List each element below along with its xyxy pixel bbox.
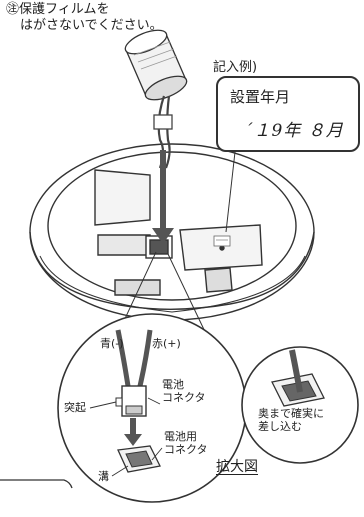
example-date: ´１9年 ８月 [244, 121, 344, 141]
label-connector-for-battery: 電池用 コネクタ [164, 430, 208, 456]
detail-circle [57, 313, 247, 503]
label-protrusion: 突起 [64, 401, 86, 414]
example-leader-line [225, 151, 236, 233]
example-header: 設置年月 [230, 88, 291, 106]
battery [124, 29, 188, 101]
detector-housing [29, 143, 315, 321]
label-groove: 溝 [98, 470, 109, 483]
label-enlarged-view: 拡大図 [216, 459, 258, 475]
example-title: 記入例) [213, 60, 258, 75]
label-insert-firmly: 奥まで確実に 差し込む [258, 407, 324, 433]
note-line-2: はがさないでください。 [20, 18, 163, 33]
label-red: 赤(+) [152, 337, 181, 350]
label-battery-connector: 電池 コネクタ [162, 378, 206, 404]
label-blue: 青(-) [100, 337, 124, 350]
note-line-1: ㊟保護フィルムを [6, 2, 110, 17]
protection-film-note: ㊟保護フィルムを はがさないでください。 [6, 2, 163, 34]
insert-arrow [152, 150, 174, 244]
example-box: 設置年月 ´１9年 ８月 [216, 76, 360, 152]
date-sticker [213, 235, 231, 247]
enlarged-circle [241, 346, 359, 464]
bottom-bracket [0, 479, 73, 489]
